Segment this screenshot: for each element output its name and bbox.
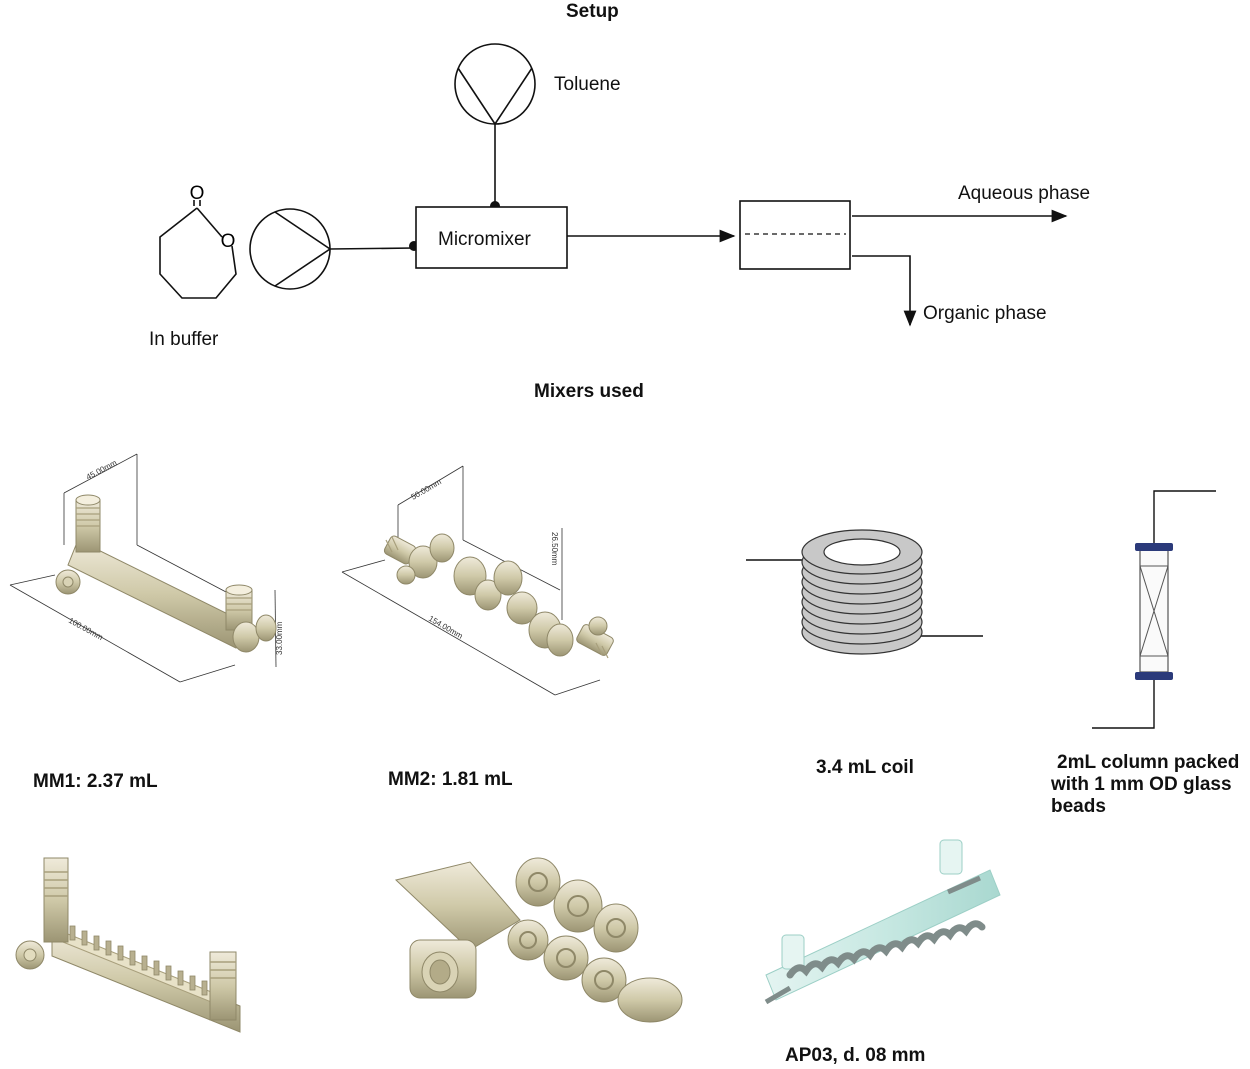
mm1-label: MM1: 2.37 mL — [33, 771, 158, 792]
buffer-label: In buffer — [149, 329, 219, 350]
coil-icon — [746, 529, 983, 655]
mm1-dim-length: 100.00mm — [67, 616, 105, 642]
ap03-label: AP03, d. 08 mm — [785, 1045, 926, 1066]
buffer-pump-icon — [249, 208, 332, 290]
mm1-dim-height: 33.00mm — [275, 621, 284, 655]
mm1-render: 45.00mm 100.00mm 33.00mm — [9, 453, 284, 683]
ring-o-atom: O — [221, 231, 236, 252]
organic-outlet-arrow — [852, 255, 917, 327]
toluene-pump-icon — [454, 43, 536, 126]
mixers-heading: Mixers used — [534, 381, 644, 402]
caprolactone-molecule — [159, 200, 237, 299]
column-label-line1: 2mL column packed — [1057, 752, 1240, 773]
buffer-line — [329, 247, 415, 250]
micromixer-label: Micromixer — [438, 229, 531, 250]
aqueous-phase-label: Aqueous phase — [958, 183, 1091, 204]
carbonyl-o-atom: O — [190, 183, 205, 204]
toluene-label: Toluene — [554, 74, 621, 95]
column-label-line2: with 1 mm OD glass — [1051, 774, 1232, 795]
coil-label: 3.4 mL coil — [816, 757, 914, 778]
mm2-closeup-render — [390, 848, 683, 1024]
mm1-cutaway-render — [15, 857, 241, 1033]
mm1-dim-width: 45.00mm — [85, 458, 119, 482]
ap03-render — [764, 839, 1001, 1005]
micromixer-box — [415, 206, 568, 269]
organic-phase-label: Organic phase — [923, 303, 1047, 324]
separator-box — [739, 200, 851, 270]
mm2-dim-height: 26.50mm — [550, 532, 559, 566]
mm2-dim-width: 50.00mm — [410, 477, 444, 502]
mm2-dim-length: 154.00mm — [427, 614, 465, 641]
packed-column-icon — [1092, 490, 1216, 729]
column-label-line3: beads — [1051, 796, 1106, 817]
setup-heading: Setup — [566, 1, 619, 22]
mm2-label: MM2: 1.81 mL — [388, 769, 513, 790]
mm2-render: 50.00mm 154.00mm 26.50mm — [341, 465, 614, 696]
